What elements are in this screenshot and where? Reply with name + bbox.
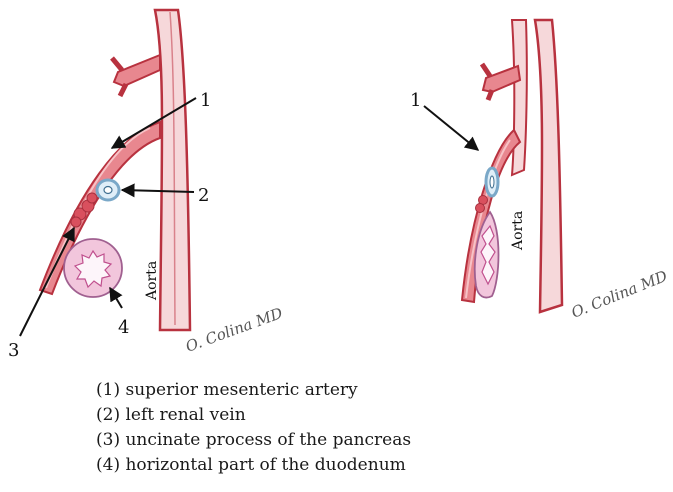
- callout-1-arrow-right: [424, 106, 478, 150]
- left-duodenum: [64, 239, 122, 297]
- legend-item-left-renal-vein: (2) left renal vein: [96, 403, 411, 428]
- callout-3-label: 3: [8, 340, 19, 361]
- callout-4-label: 4: [118, 317, 129, 338]
- callout-3-arrow: [20, 228, 74, 336]
- left-aorta-label: Aorta: [144, 261, 160, 301]
- legend-item-duodenum: (4) horizontal part of the duodenum: [96, 453, 411, 478]
- right-aorta-label: Aorta: [510, 211, 526, 251]
- right-panel: Aorta O. Colina MD 1: [410, 20, 670, 322]
- right-aorta-upper: [512, 20, 527, 175]
- callout-1-label-right: 1: [410, 90, 421, 111]
- legend: (1) superior mesenteric artery (2) left …: [96, 378, 411, 478]
- callout-2-label: 2: [198, 185, 209, 206]
- callout-4-arrow: [110, 288, 122, 308]
- legend-item-uncinate-process: (3) uncinate process of the pancreas: [96, 428, 411, 453]
- right-aorta: [535, 20, 562, 312]
- right-signature: O. Colina MD: [569, 267, 670, 322]
- anatomy-figure: Aorta O. Colina MD 1 2 3 4: [0, 0, 673, 370]
- left-signature: O. Colina MD: [183, 304, 285, 356]
- callout-1-label-left: 1: [200, 90, 211, 111]
- legend-item-sma: (1) superior mesenteric artery: [96, 378, 411, 403]
- left-panel: Aorta O. Colina MD 1 2 3 4: [8, 10, 285, 361]
